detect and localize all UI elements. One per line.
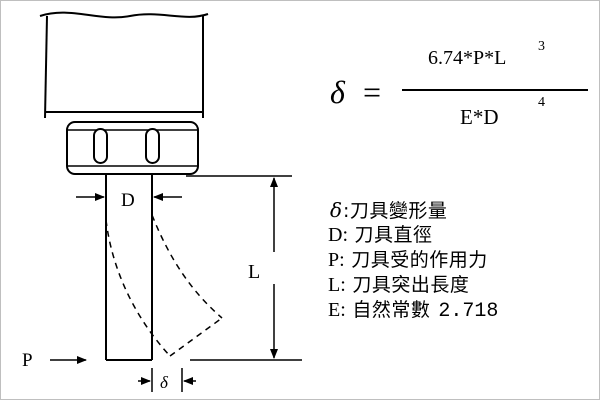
legend-key: E: [328, 299, 346, 321]
formula-numerator: 6.74*P*L [428, 47, 506, 69]
diameter-label: D [121, 190, 135, 211]
legend-value: 2.718 [438, 300, 499, 323]
formula-denominator: E*D [460, 105, 499, 129]
legend-key: P: [328, 249, 345, 271]
legend-row-deflection: δ:刀具變形量 [328, 198, 588, 223]
nut-slot-right [145, 128, 160, 164]
length-dimension [186, 175, 302, 361]
legend-key: L: [328, 274, 346, 296]
legend-row-diameter: D: 刀具直徑 [328, 223, 588, 248]
variable-legend: δ:刀具變形量 D: 刀具直徑 P: 刀具受的作用力 L: 刀具突出長度 E: … [328, 198, 588, 323]
force-label: P [22, 350, 33, 371]
formula-denominator-exponent: 4 [538, 95, 545, 110]
deflection-formula: δ = 6.74*P*L 3 E*D 4 [330, 39, 588, 129]
legend-description: 自然常數 [345, 299, 431, 321]
deflected-tool-outline [105, 214, 223, 357]
length-label: L [248, 261, 260, 283]
legend-row-force: P: 刀具受的作用力 [328, 248, 588, 273]
deflection-label: δ [160, 373, 169, 392]
formula-lhs: δ [330, 74, 346, 110]
legend-description: 刀具直徑 [348, 224, 433, 246]
legend-row-length: L: 刀具突出長度 [328, 273, 588, 298]
legend-description: 刀具受的作用力 [344, 249, 488, 271]
holder-wavy-top-edge [39, 11, 209, 19]
legend-description: 刀具突出長度 [345, 274, 470, 296]
tool-holder [39, 11, 209, 119]
legend-key: D: [328, 224, 348, 246]
legend-symbol: δ [329, 198, 342, 222]
deflection-dimension [138, 368, 196, 392]
collet-nut [66, 121, 199, 175]
legend-row-constant: E: 自然常數 2.718 [328, 298, 588, 323]
tool-shank [105, 174, 153, 361]
formula-equals: = [363, 74, 381, 110]
legend-description: :刀具變形量 [343, 200, 448, 222]
nut-slot-left [93, 128, 108, 164]
formula-numerator-exponent: 3 [538, 39, 545, 54]
